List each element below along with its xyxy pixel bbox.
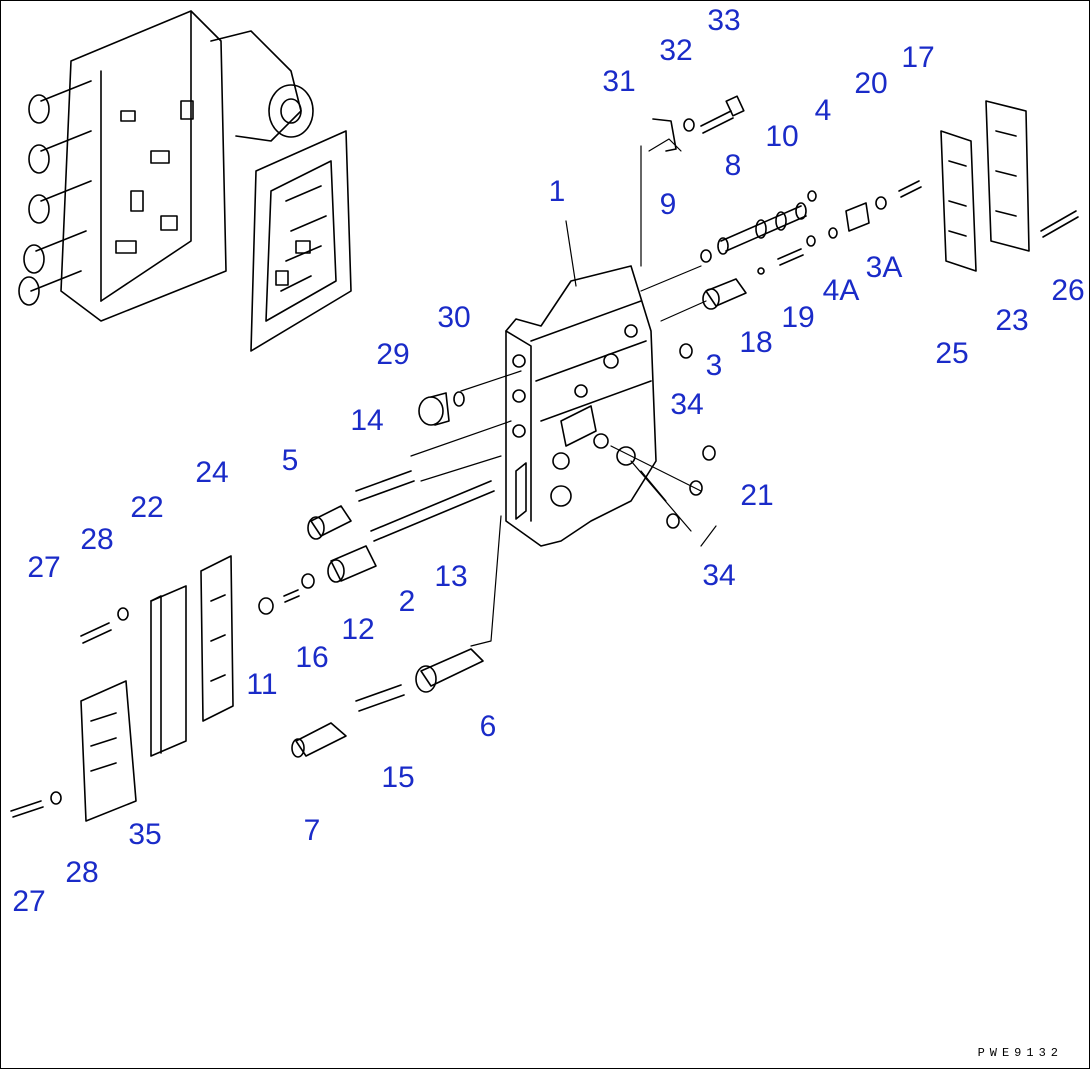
callout-17[interactable]: 17: [901, 41, 935, 74]
bracket-31: [652, 118, 677, 152]
bolt-27-lower: [10, 800, 44, 818]
callout-30[interactable]: 30: [437, 301, 471, 334]
callout-7[interactable]: 7: [303, 814, 321, 847]
callout-5[interactable]: 5: [281, 444, 299, 477]
callout-23[interactable]: 23: [995, 304, 1029, 337]
callout-4a[interactable]: 4A: [822, 274, 860, 307]
bolt-27-upper: [80, 622, 112, 644]
spring-16: [283, 589, 300, 603]
spring-14: [355, 470, 415, 502]
callout-15[interactable]: 15: [381, 761, 415, 794]
callout-11[interactable]: 11: [246, 668, 278, 701]
valve-7: [291, 722, 347, 758]
plug-34-upper: [679, 343, 693, 359]
callout-19[interactable]: 19: [781, 301, 815, 334]
callout-24[interactable]: 24: [195, 456, 229, 489]
callout-28-lower[interactable]: 28: [65, 856, 99, 889]
spring-15: [355, 684, 405, 712]
callout-33[interactable]: 33: [707, 4, 741, 37]
ring-30: [453, 391, 465, 407]
plug-21: [702, 445, 716, 461]
callout-31[interactable]: 31: [602, 65, 636, 98]
callout-3a[interactable]: 3A: [865, 251, 903, 284]
callout-29[interactable]: 29: [376, 338, 410, 371]
callout-9[interactable]: 9: [659, 188, 677, 221]
callout-6[interactable]: 6: [479, 710, 497, 743]
callout-27-upper[interactable]: 27: [27, 551, 61, 584]
part-20: [875, 196, 887, 210]
callout-27-lower[interactable]: 27: [12, 885, 46, 918]
washer-32: [683, 118, 695, 132]
callout-22[interactable]: 22: [130, 491, 164, 524]
callout-34-upper[interactable]: 34: [670, 388, 704, 421]
callout-32[interactable]: 32: [659, 34, 693, 67]
callout-8[interactable]: 8: [724, 149, 742, 182]
plug-11: [258, 597, 274, 615]
callout-25[interactable]: 25: [935, 337, 969, 370]
washer-28-upper: [117, 607, 129, 621]
assembled-valve-view: [18, 10, 314, 322]
callout-16[interactable]: 16: [295, 641, 329, 674]
plug-29: [418, 392, 450, 426]
plate-35: [80, 680, 137, 822]
callout-26[interactable]: 26: [1051, 274, 1085, 307]
callout-34-lower[interactable]: 34: [702, 559, 736, 592]
bolt-33: [700, 110, 734, 134]
callout-13[interactable]: 13: [434, 560, 468, 593]
spring-19: [777, 248, 804, 266]
callout-1[interactable]: 1: [548, 175, 566, 208]
callout-3[interactable]: 3: [705, 349, 723, 382]
washer-28-lower: [50, 791, 62, 805]
plug-9: [700, 249, 712, 263]
ring-4a: [806, 235, 816, 247]
plug-34-lower: [666, 513, 680, 529]
plug-4: [845, 202, 870, 232]
drawing-code: PWE9132: [977, 1046, 1063, 1060]
gasket-25: [940, 130, 977, 272]
gasket-24: [200, 555, 234, 722]
spring-17: [898, 180, 922, 198]
ball-10: [807, 190, 817, 202]
callout-4[interactable]: 4: [814, 94, 832, 127]
cover-22: [150, 585, 187, 757]
callout-20[interactable]: 20: [854, 67, 888, 100]
sleeve-3: [702, 278, 747, 310]
spring-13: [370, 480, 495, 542]
sleeve-2: [327, 545, 377, 583]
part-12: [301, 573, 315, 589]
callout-21[interactable]: 21: [740, 479, 774, 512]
bolt-26: [1040, 210, 1079, 238]
spool-6: [415, 648, 484, 693]
thumbnail-gasket: [250, 130, 352, 352]
callout-10[interactable]: 10: [765, 120, 799, 153]
callout-2[interactable]: 2: [398, 585, 416, 618]
spool-5: [307, 505, 352, 540]
cover-23: [985, 100, 1030, 252]
valve-body: [505, 265, 657, 547]
callout-12[interactable]: 12: [341, 613, 375, 646]
callout-28-upper[interactable]: 28: [80, 523, 114, 556]
spool-8: [717, 202, 807, 255]
ball-18: [757, 267, 765, 275]
plug-34-mid: [689, 480, 703, 496]
callout-18[interactable]: 18: [739, 326, 773, 359]
ring-3a: [828, 227, 838, 239]
leader-lines: [410, 138, 717, 647]
callout-35[interactable]: 35: [128, 818, 162, 851]
callout-14[interactable]: 14: [350, 404, 384, 437]
